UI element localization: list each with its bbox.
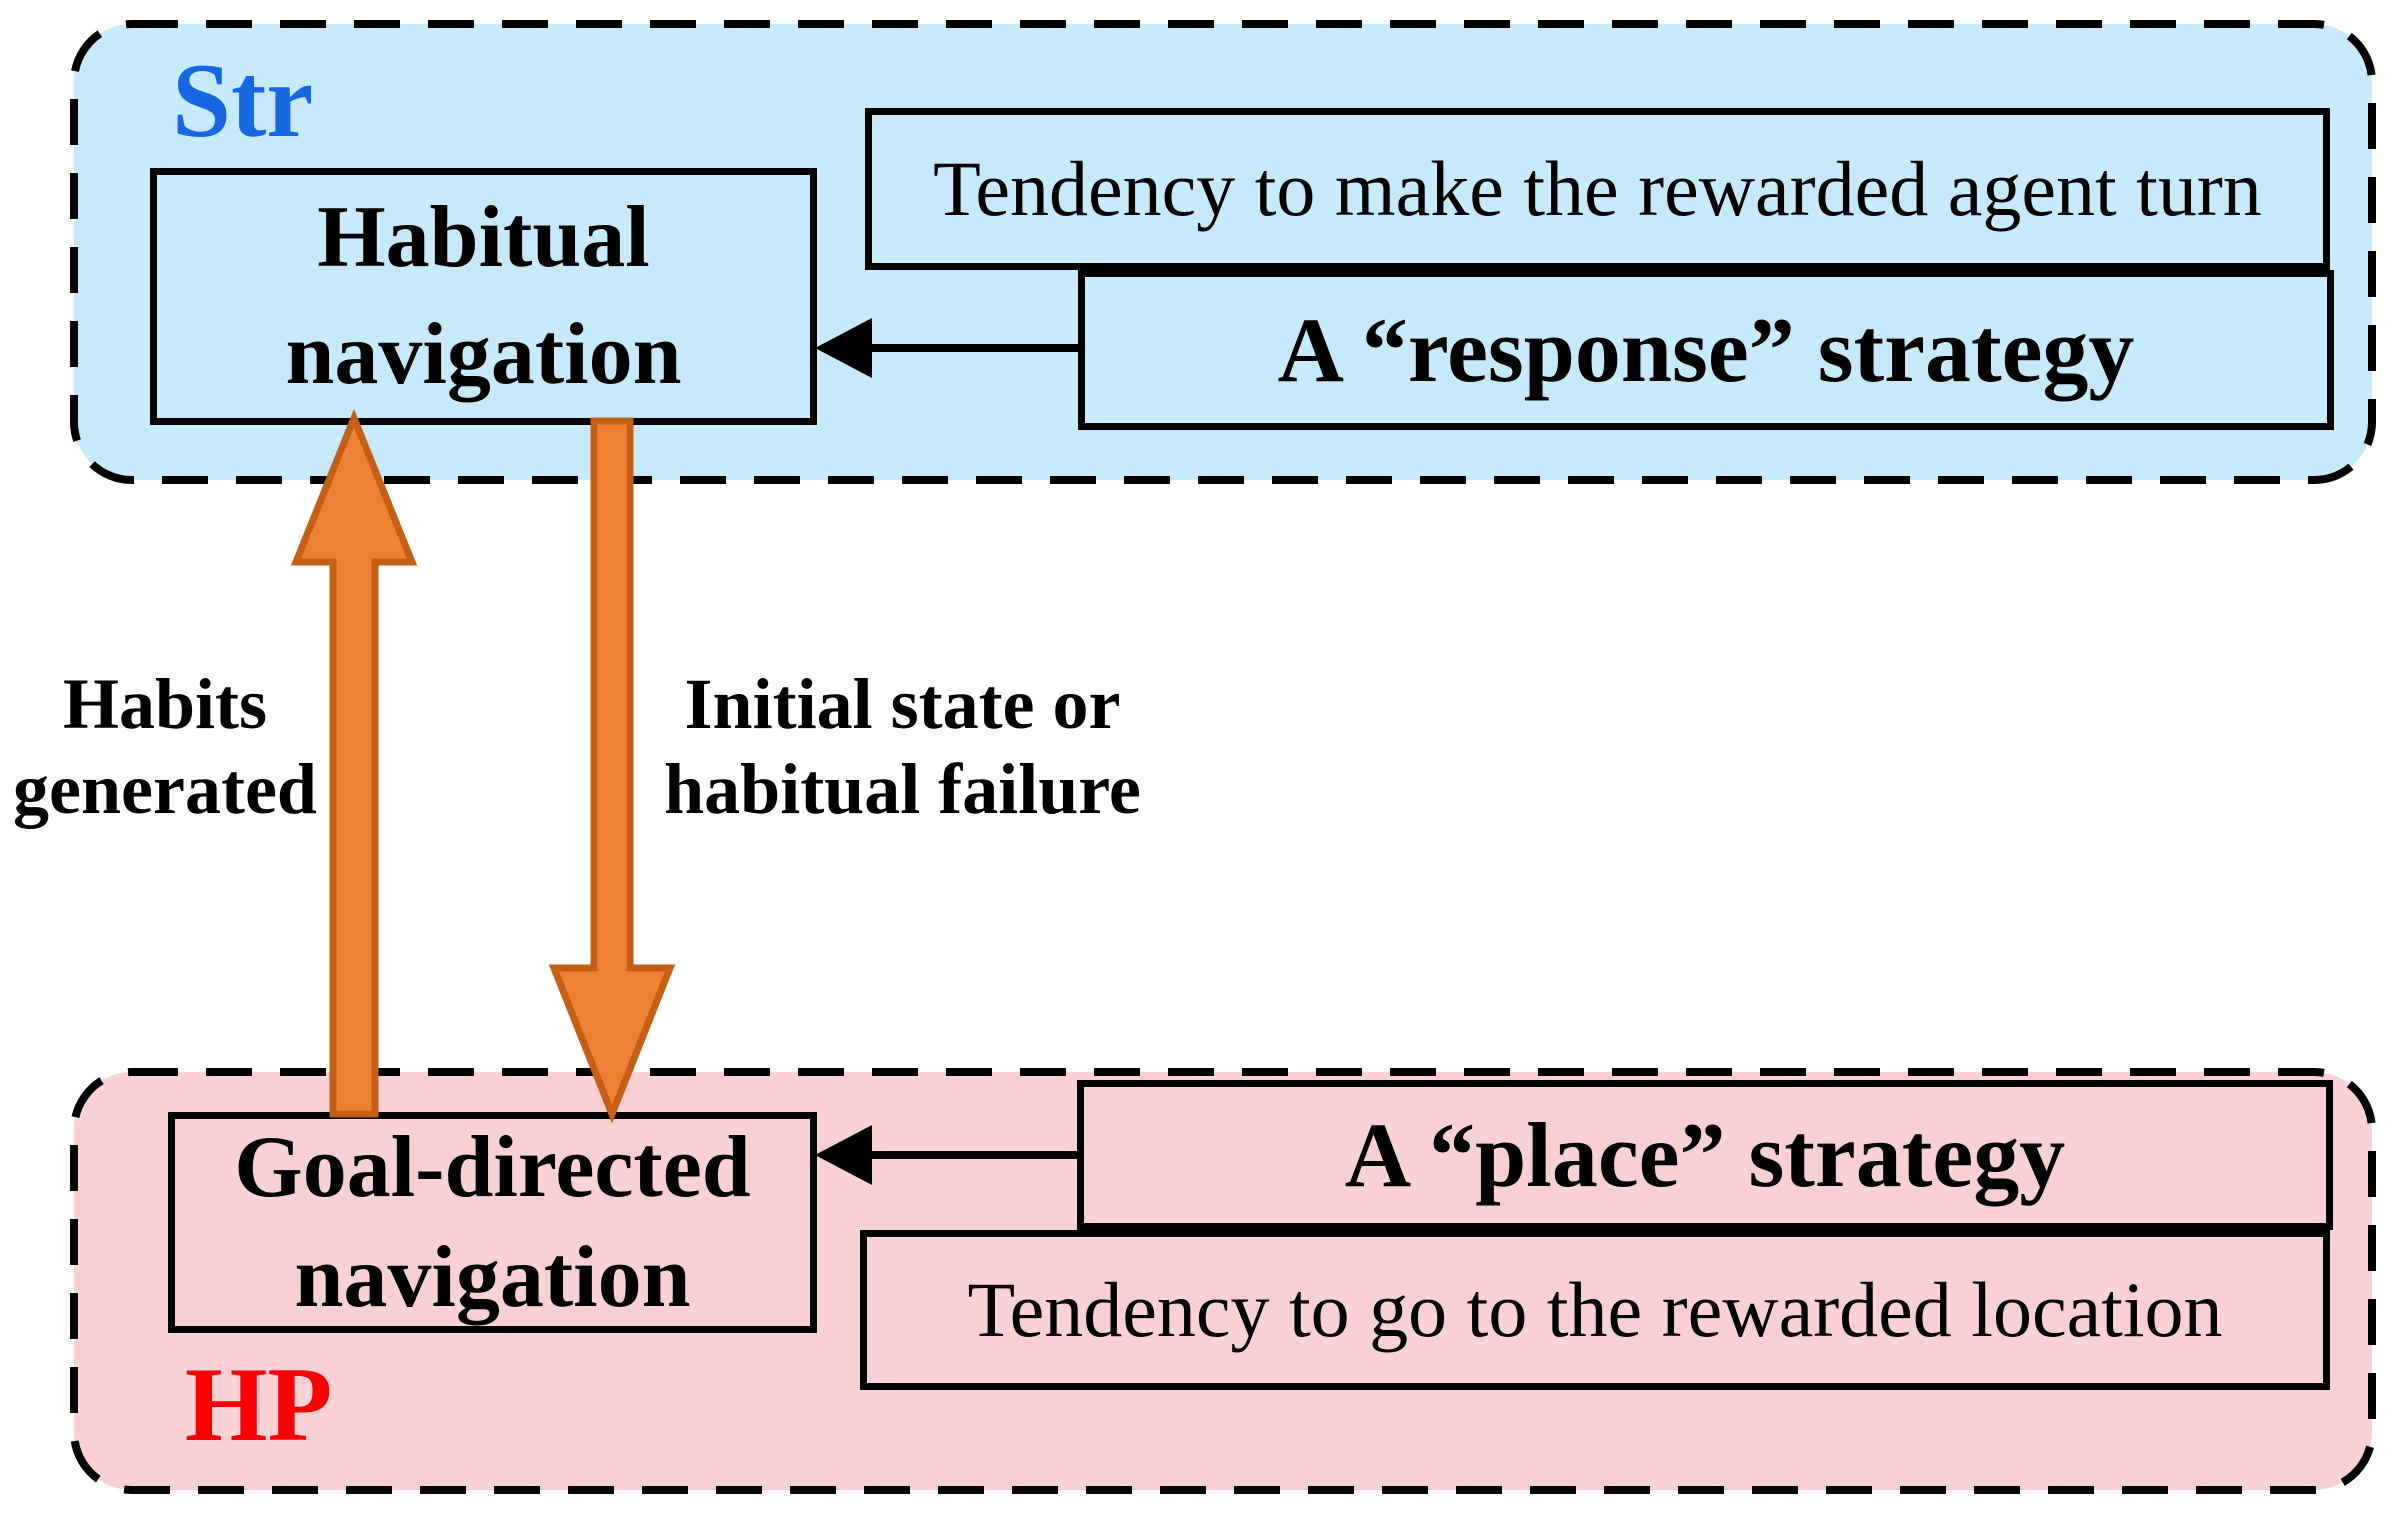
habits-generated-label: Habits generated [13, 664, 317, 829]
str-region-label: Str [172, 42, 314, 159]
place-strategy-box: A “place” strategy [1077, 1080, 2333, 1230]
initial-state-label: Initial state or habitual failure [664, 664, 1141, 829]
goal-directed-navigation-box: Goal-directed navigation [168, 1112, 817, 1333]
habitual-navigation-box: Habitual navigation [150, 168, 817, 425]
hp-region-label: HP [185, 1346, 333, 1463]
response-strategy-box: A “response” strategy [1078, 270, 2334, 430]
str-region-outline [70, 20, 2376, 484]
tendency-rewarded-location-box: Tendency to go to the rewarded location [860, 1230, 2330, 1390]
tendency-rewarded-turn-box: Tendency to make the rewarded agent turn [865, 108, 2330, 270]
